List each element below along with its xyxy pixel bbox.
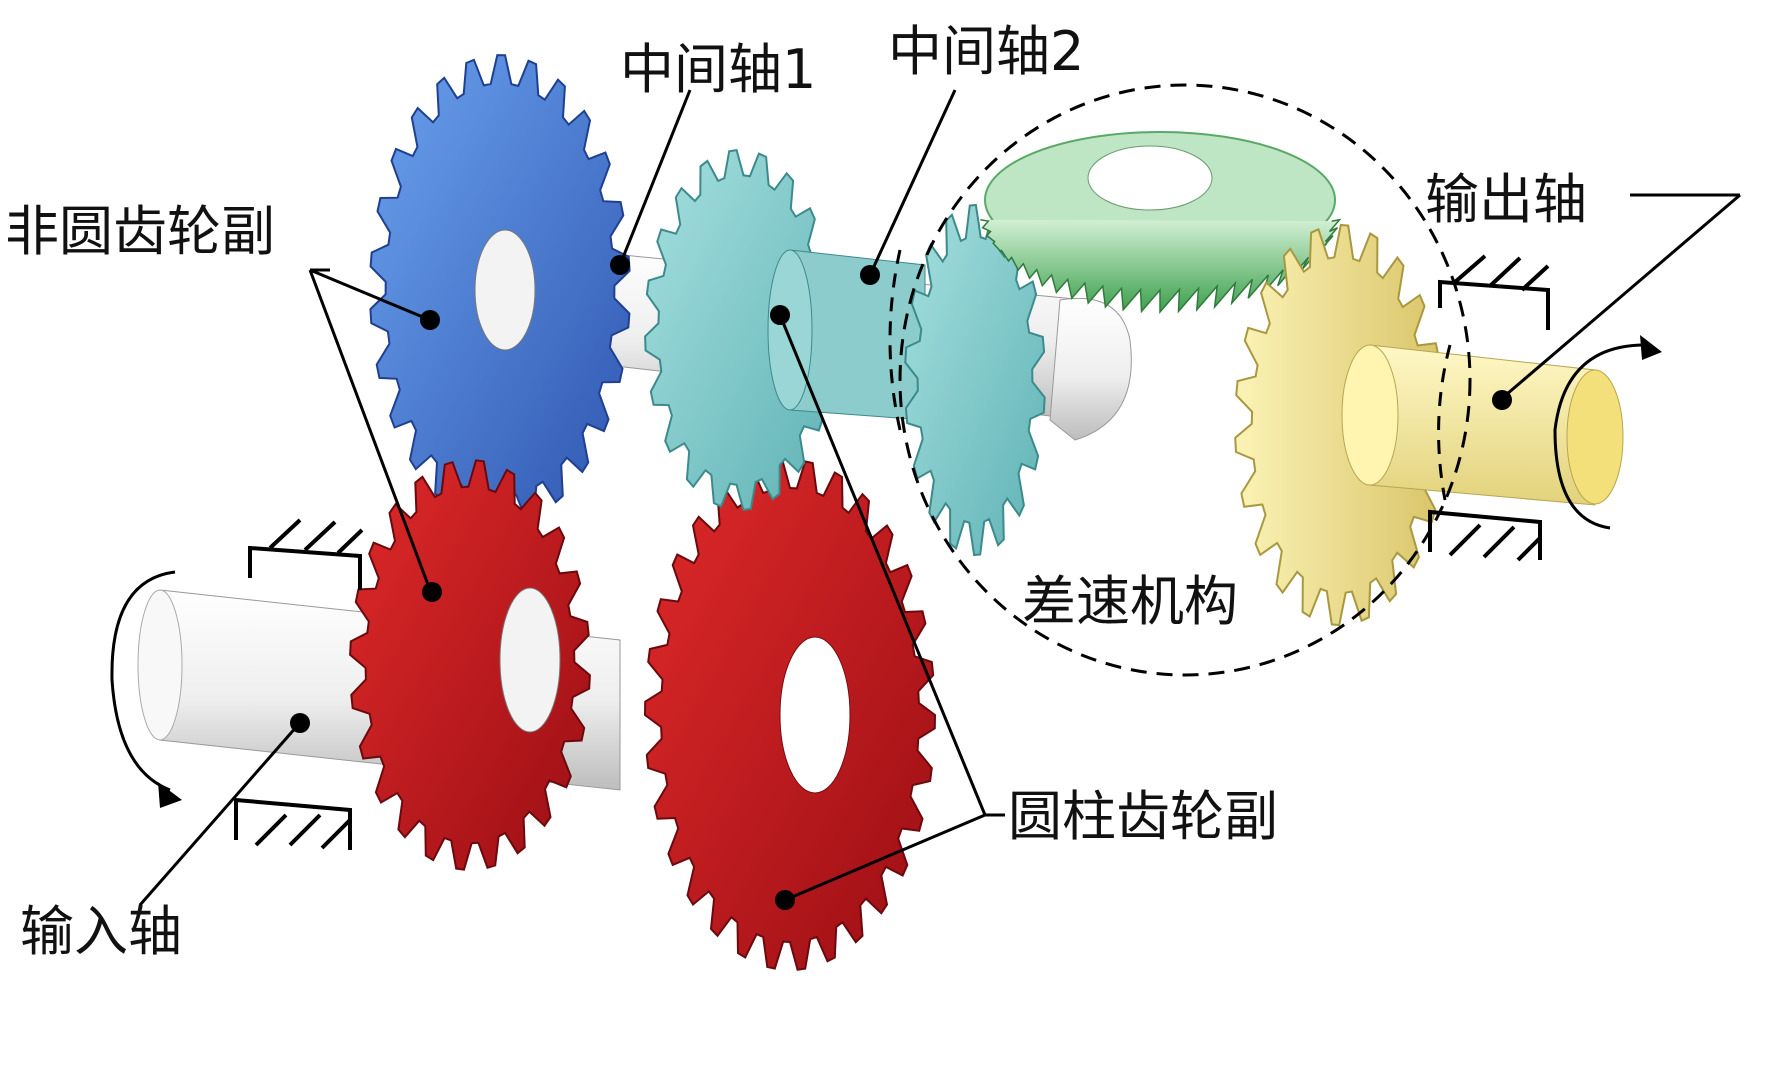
leader-cylindrical: [770, 305, 1005, 910]
label-output-shaft: 输出轴: [1425, 168, 1587, 231]
input-rotation-arrow: [110, 570, 182, 808]
noncircular-gear-upper: [369, 54, 631, 526]
leader-output-shaft: [1492, 193, 1741, 410]
output-shaft-dash: [1437, 344, 1452, 501]
label-differential: 差速机构: [1022, 570, 1238, 633]
label-input-shaft: 输入轴: [20, 900, 182, 963]
label-cylindrical-gear-pair: 圆柱齿轮副: [1008, 785, 1278, 848]
leader-input-shaft: [138, 713, 310, 906]
output-rotation-arrow: [1553, 335, 1662, 530]
differential-boundary: [898, 83, 1472, 677]
output-shaft-body: [1341, 344, 1624, 506]
noncircular-gear-lower: [349, 459, 591, 871]
label-noncircular-gear-pair: 非圆齿轮副: [5, 200, 275, 263]
leader-countershaft1: [610, 89, 692, 275]
leader-countershaft2: [860, 89, 957, 285]
leader-noncircular: [308, 268, 442, 602]
label-countershaft1: 中间轴1: [620, 38, 816, 101]
input-bearing-top: [248, 518, 364, 590]
input-bearing-bottom: [234, 797, 352, 850]
output-bevel-gear: [1234, 223, 1446, 627]
output-bearing-bottom: [1428, 509, 1542, 562]
output-bearing-top: [1438, 254, 1550, 330]
cylindrical-gear-large: [643, 459, 937, 971]
label-countershaft2: 中间轴2: [888, 20, 1084, 83]
differential-ring-gear: [980, 131, 1342, 315]
